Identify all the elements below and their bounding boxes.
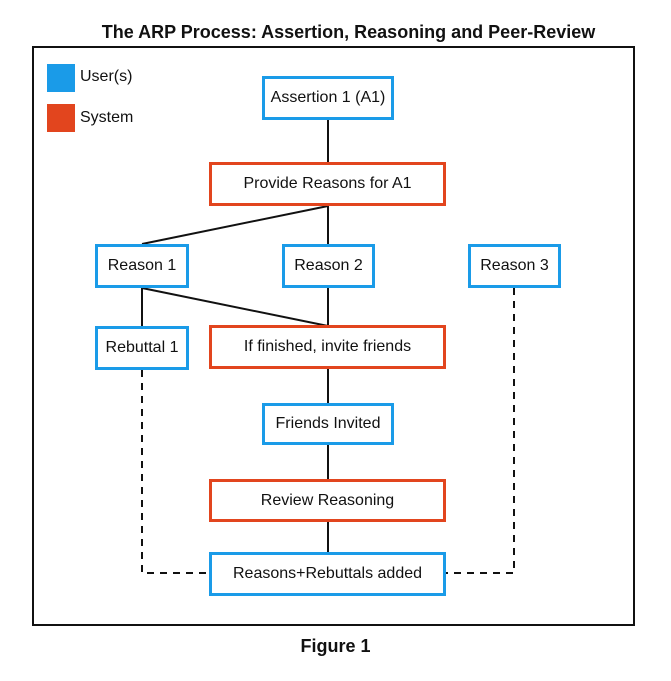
node-provide-reasons: Provide Reasons for A1 [209, 162, 446, 206]
node-reasons-rebuttals-added: Reasons+Rebuttals added [209, 552, 446, 596]
node-friends-invited: Friends Invited [262, 403, 394, 445]
node-reason-2: Reason 2 [282, 244, 375, 288]
legend-system-label: System [80, 109, 134, 126]
diagram-title: The ARP Process: Assertion, Reasoning an… [101, 22, 596, 42]
node-reason-1: Reason 1 [95, 244, 189, 288]
node-rebuttal-1: Rebuttal 1 [95, 326, 189, 370]
edge-provide-reason1 [141, 205, 329, 245]
figure-caption: Figure 1 [300, 636, 371, 656]
legend-user-swatch [47, 64, 75, 92]
edge-reason3-added-dashed [446, 288, 515, 574]
legend-user-label: User(s) [80, 68, 133, 85]
edge-reason1-invite [141, 287, 329, 327]
diagram-frame [32, 46, 635, 626]
legend-system-swatch [47, 104, 75, 132]
node-invite-friends: If finished, invite friends [209, 325, 446, 369]
node-assertion: Assertion 1 (A1) [262, 76, 394, 120]
node-reason-3: Reason 3 [468, 244, 561, 288]
edge-rebuttal1-added-dashed [141, 370, 210, 574]
node-review-reasoning: Review Reasoning [209, 479, 446, 522]
